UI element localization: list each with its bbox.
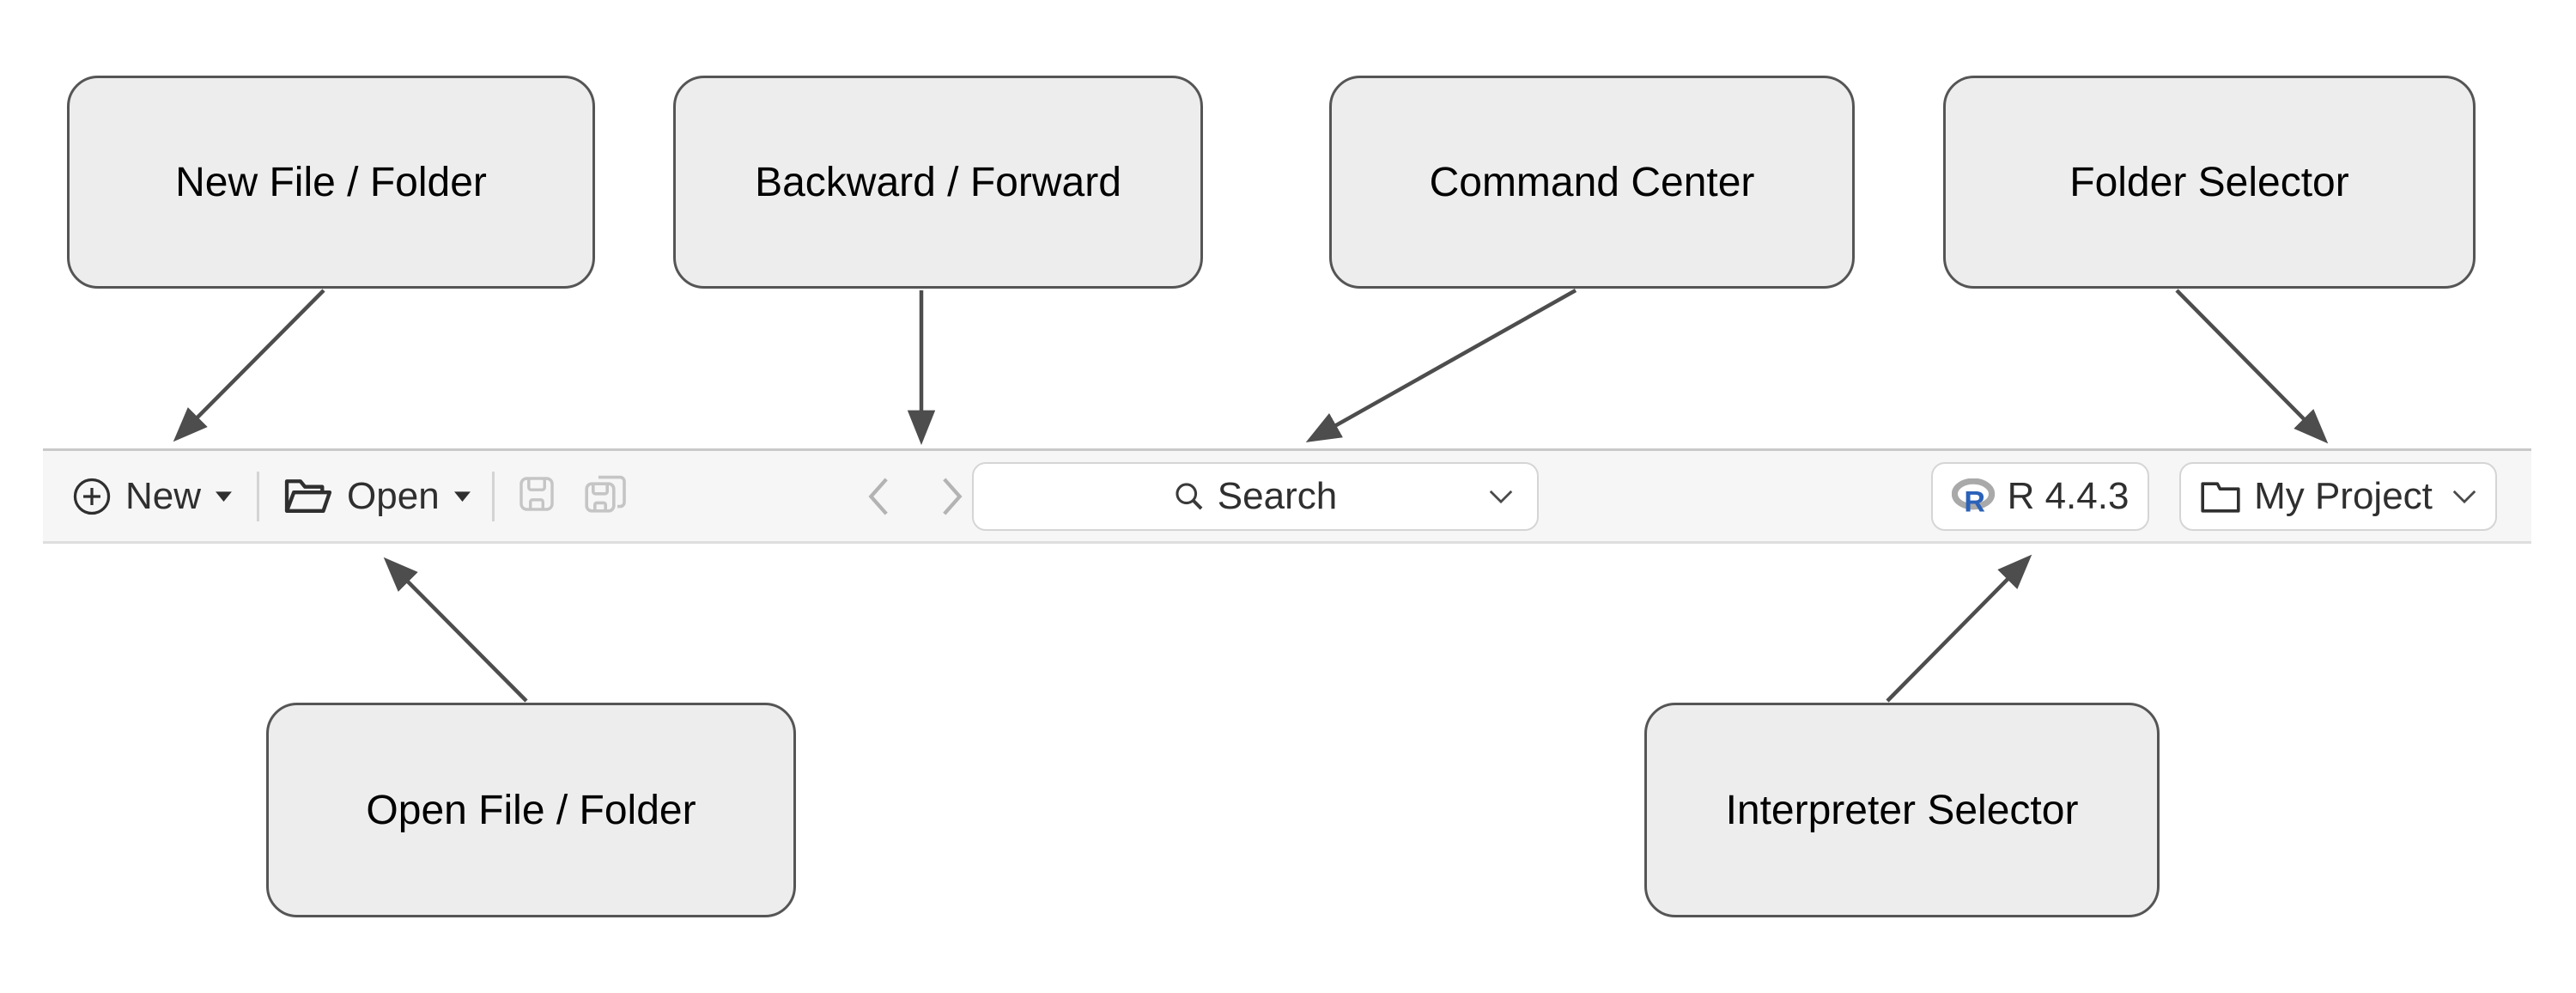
toolbar: New Open [43,448,2531,544]
toolbar-left-group: New Open [72,451,629,541]
callout-new-file-folder: New File / Folder [67,76,595,289]
toolbar-divider [257,471,260,521]
circle-plus-icon [73,478,111,515]
callout-label: Backward / Forward [755,159,1121,205]
open-button[interactable]: Open [283,475,471,518]
caret-down-icon [453,490,471,502]
caret-down-icon [216,490,232,502]
save-button[interactable] [517,473,556,519]
callout-folder-selector: Folder Selector [1943,76,2476,289]
save-all-button[interactable] [582,472,629,520]
arrow-command-center [1305,289,1577,442]
chevron-down-icon [2452,490,2476,503]
chevron-down-icon [1489,490,1513,503]
open-folder-icon [284,478,332,513]
new-button[interactable]: New [72,475,233,518]
save-all-icon [585,475,626,513]
callout-label: Folder Selector [2069,159,2349,205]
arrow-folder-selector [2175,289,2329,444]
search-icon [1176,482,1203,509]
r-logo-icon: R [1951,478,1995,515]
callout-label: Interpreter Selector [1725,787,2079,833]
chevron-right-icon [943,477,963,515]
project-button[interactable]: My Project [2179,461,2497,531]
forward-button[interactable] [939,477,965,516]
open-button-label: Open [347,474,440,517]
callout-open-file-folder: Open File / Folder [266,703,796,917]
arrow-new-file [173,289,325,442]
callout-label: Command Center [1429,159,1755,205]
arrow-interpreter [1886,554,2032,703]
save-icon [519,477,554,511]
toolbar-nav-group [866,477,965,516]
callout-backward-forward: Backward / Forward [673,76,1203,289]
search-inner: Search [1174,475,1337,518]
svg-text:R: R [1964,485,1985,515]
chevron-left-icon [868,477,888,515]
callout-label: New File / Folder [175,159,487,205]
toolbar-divider [491,471,495,521]
project-label: My Project [2254,474,2433,517]
interpreter-label: R 4.4.3 [2007,474,2129,517]
callout-interpreter-selector: Interpreter Selector [1644,703,2160,917]
back-button[interactable] [866,477,891,516]
new-button-label: New [125,474,202,517]
search-input[interactable]: Search [972,461,1539,531]
callout-command-center: Command Center [1329,76,1855,289]
folder-icon [2201,481,2240,513]
arrow-open-file [383,557,528,703]
search-placeholder: Search [1217,474,1338,517]
callout-label: Open File / Folder [366,787,696,833]
interpreter-button[interactable]: R R 4.4.3 [1931,461,2149,531]
